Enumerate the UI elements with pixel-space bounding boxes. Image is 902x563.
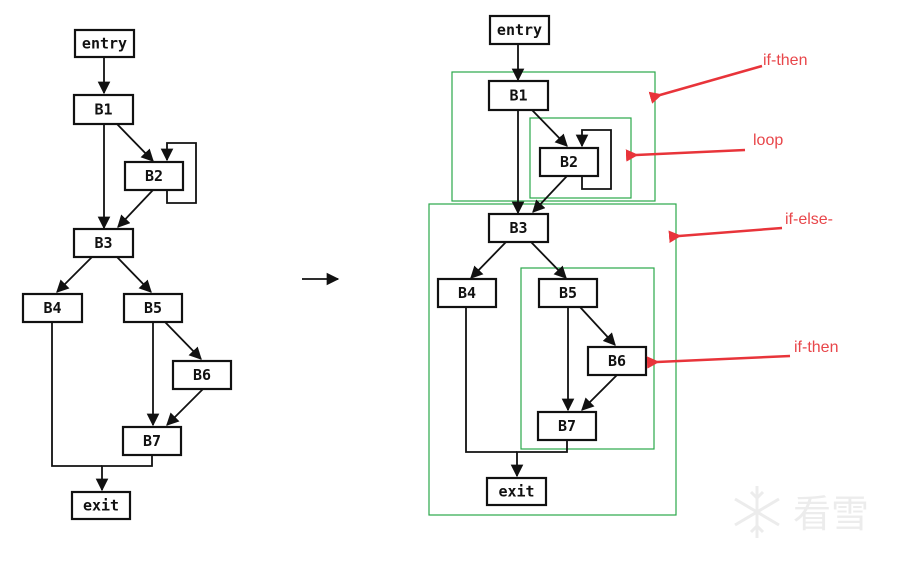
edge-b5-b6 — [164, 321, 202, 360]
edge-b7-exit — [510, 440, 568, 478]
right-graph: entry B1 B2 B3 B4 B5 B6 B7 exit — [428, 14, 677, 516]
annotation-arrow-icon — [668, 226, 783, 244]
node-b6: B6 — [586, 345, 648, 377]
edge-b4-exit — [51, 322, 102, 467]
edge-b7-exit — [95, 455, 153, 492]
node-entry: entry — [488, 14, 551, 46]
snowflake-icon — [734, 486, 780, 538]
svg-text:B4: B4 — [43, 299, 61, 317]
annotation-arrow-icon — [646, 354, 791, 369]
node-b3: B3 — [487, 212, 550, 244]
svg-text:exit: exit — [498, 483, 534, 501]
svg-text:entry: entry — [497, 21, 542, 39]
svg-text:B4: B4 — [458, 284, 476, 302]
edge-b3-b4 — [56, 256, 93, 293]
annotation-arrow-icon — [648, 64, 763, 104]
svg-text:B1: B1 — [509, 87, 527, 105]
annotation-if-then-inner: if-then — [794, 339, 838, 356]
svg-text:B1: B1 — [94, 101, 112, 119]
annotation-arrow-icon — [625, 148, 746, 162]
edge-b3-b5 — [530, 241, 567, 279]
edge-b2-loop — [575, 129, 612, 190]
node-b2: B2 — [538, 146, 600, 178]
svg-text:B2: B2 — [560, 153, 578, 171]
edge-b4-exit — [465, 307, 517, 453]
node-b5: B5 — [122, 292, 184, 324]
edge-b6-b7 — [581, 374, 618, 411]
node-b4: B4 — [436, 277, 498, 309]
annotation-if-else: if-else- — [785, 211, 833, 228]
left-graph: entry B1 B2 B3 B4 B5 B6 B7 exit — [21, 28, 233, 521]
node-b2: B2 — [123, 160, 185, 192]
node-entry: entry — [73, 28, 136, 59]
watermark: 看雪 — [734, 486, 869, 538]
node-b6: B6 — [171, 359, 233, 391]
svg-text:B6: B6 — [193, 366, 211, 384]
svg-text:B3: B3 — [94, 234, 112, 252]
edge-b1-b2 — [116, 123, 154, 162]
node-b4: B4 — [21, 292, 84, 324]
svg-text:B2: B2 — [145, 167, 163, 185]
svg-text:B6: B6 — [608, 352, 626, 370]
edge-b2-b3 — [117, 189, 154, 228]
svg-text:B3: B3 — [509, 219, 527, 237]
edge-b3-b4 — [470, 241, 507, 279]
region-if-then-outer — [451, 71, 656, 202]
node-b7: B7 — [536, 410, 598, 442]
node-b7: B7 — [121, 425, 183, 457]
edge-b6-b7 — [166, 388, 204, 426]
edge-b2-b3 — [532, 175, 568, 213]
annotation-if-then-outer: if-then — [763, 52, 807, 69]
annotations: if-then loop if-else- if-then — [625, 52, 838, 369]
node-exit: exit — [70, 490, 132, 521]
edge-b1-b2 — [531, 109, 568, 147]
svg-text:B7: B7 — [558, 417, 576, 435]
node-b5: B5 — [537, 277, 599, 309]
edge-b3-b5 — [116, 256, 152, 293]
edge-b2-loop — [160, 142, 197, 204]
annotation-loop: loop — [753, 132, 783, 149]
svg-text:B5: B5 — [559, 284, 577, 302]
svg-text:B7: B7 — [143, 432, 161, 450]
node-b1: B1 — [487, 79, 550, 112]
edge-b5-b6 — [579, 306, 616, 346]
region-if-else — [428, 203, 677, 516]
node-b3: B3 — [72, 227, 135, 259]
svg-text:B5: B5 — [144, 299, 162, 317]
watermark-text: 看雪 — [793, 492, 869, 536]
node-exit: exit — [485, 476, 548, 507]
svg-text:exit: exit — [83, 497, 119, 515]
node-b1: B1 — [72, 93, 135, 126]
svg-text:entry: entry — [82, 35, 127, 53]
